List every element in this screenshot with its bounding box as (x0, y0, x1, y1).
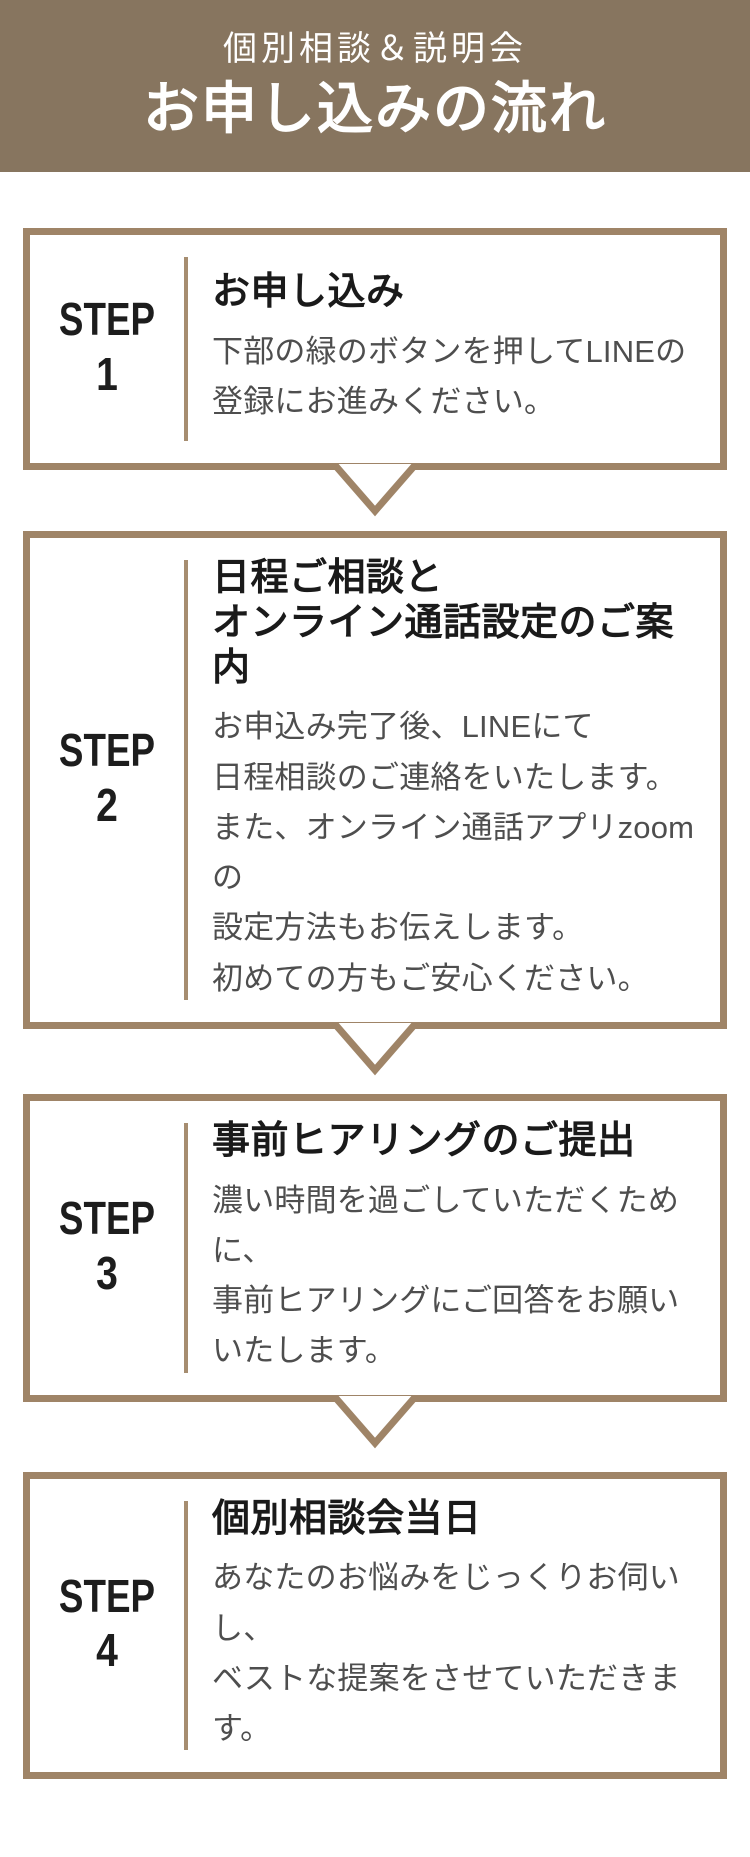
step-divider (184, 1122, 188, 1373)
step-badge: STEP 1 (30, 294, 184, 403)
step-body: あなたのお悩みをじっくりお伺いし、ベストな提案をさせていただきます。 (212, 1560, 681, 1746)
step-title: 事前ヒアリングのご提出 (212, 1119, 636, 1162)
step-content: 事前ヒアリングのご提出 濃い時間を過ごしていただくために、事前ヒアリングにご回答… (188, 1101, 720, 1395)
step-title: お申し込み (212, 271, 405, 314)
step-box: STEP 3 事前ヒアリングのご提出 濃い時間を過ごしていただくために、事前ヒア… (23, 1093, 727, 1402)
step-content: 日程ご相談とオンライン通話設定のご案内 お申込み完了後、LINEにて日程相談のご… (188, 538, 720, 1022)
page-header: 個別相談＆説明会 お申し込みの流れ (0, 0, 750, 172)
step-label: STEP (58, 293, 156, 346)
step-number: 3 (96, 1246, 118, 1299)
step-body: 濃い時間を過ごしていただくために、事前ヒアリングにご回答をお願いいたします。 (212, 1182, 680, 1369)
step-body: お申込み完了後、LINEにて日程相談のご連絡をいたします。また、オンライン通話ア… (212, 709, 695, 996)
step-box: STEP 2 日程ご相談とオンライン通話設定のご案内 お申込み完了後、LINEに… (23, 531, 727, 1029)
arrow-down-icon (331, 461, 419, 518)
steps-list: STEP 1 お申し込み 下部の緑のボタンを押してLINEの登録にお進みください… (0, 172, 750, 1857)
step-label: STEP (58, 724, 156, 777)
arrow-down-icon (331, 1393, 419, 1450)
step-content: お申し込み 下部の緑のボタンを押してLINEの登録にお進みください。 (188, 252, 720, 445)
step-box: STEP 1 お申し込み 下部の緑のボタンを押してLINEの登録にお進みください… (23, 228, 727, 470)
step-item: STEP 4 個別相談会当日 あなたのお悩みをじっくりお伺いし、ベストな提案をさ… (23, 1471, 727, 1780)
step-label: STEP (58, 1569, 156, 1622)
step-title: 個別相談会当日 (212, 1497, 482, 1540)
page-title: お申し込みの流れ (143, 76, 607, 140)
step-badge: STEP 2 (30, 725, 184, 834)
step-content: 個別相談会当日 あなたのお悩みをじっくりお伺いし、ベストな提案をさせていただきま… (188, 1479, 720, 1773)
step-divider (184, 560, 188, 1000)
arrow-down-icon (331, 1020, 419, 1077)
step-label: STEP (58, 1192, 156, 1245)
step-number: 4 (96, 1624, 118, 1677)
header-subtitle: 個別相談＆説明会 (223, 30, 527, 69)
step-item: STEP 2 日程ご相談とオンライン通話設定のご案内 お申込み完了後、LINEに… (23, 531, 727, 1076)
step-badge: STEP 3 (30, 1193, 184, 1302)
step-item: STEP 3 事前ヒアリングのご提出 濃い時間を過ごしていただくために、事前ヒア… (23, 1093, 727, 1448)
step-box: STEP 4 個別相談会当日 あなたのお悩みをじっくりお伺いし、ベストな提案をさ… (23, 1471, 727, 1780)
step-divider (184, 1500, 188, 1751)
step-body: 下部の緑のボタンを押してLINEの登録にお進みください。 (212, 334, 687, 420)
step-item: STEP 1 お申し込み 下部の緑のボタンを押してLINEの登録にお進みください… (23, 228, 727, 517)
step-divider (184, 257, 188, 441)
step-badge: STEP 4 (30, 1569, 184, 1680)
step-number: 1 (96, 348, 118, 400)
step-title: 日程ご相談とオンライン通話設定のご案内 (212, 557, 675, 689)
step-number: 2 (96, 778, 118, 831)
